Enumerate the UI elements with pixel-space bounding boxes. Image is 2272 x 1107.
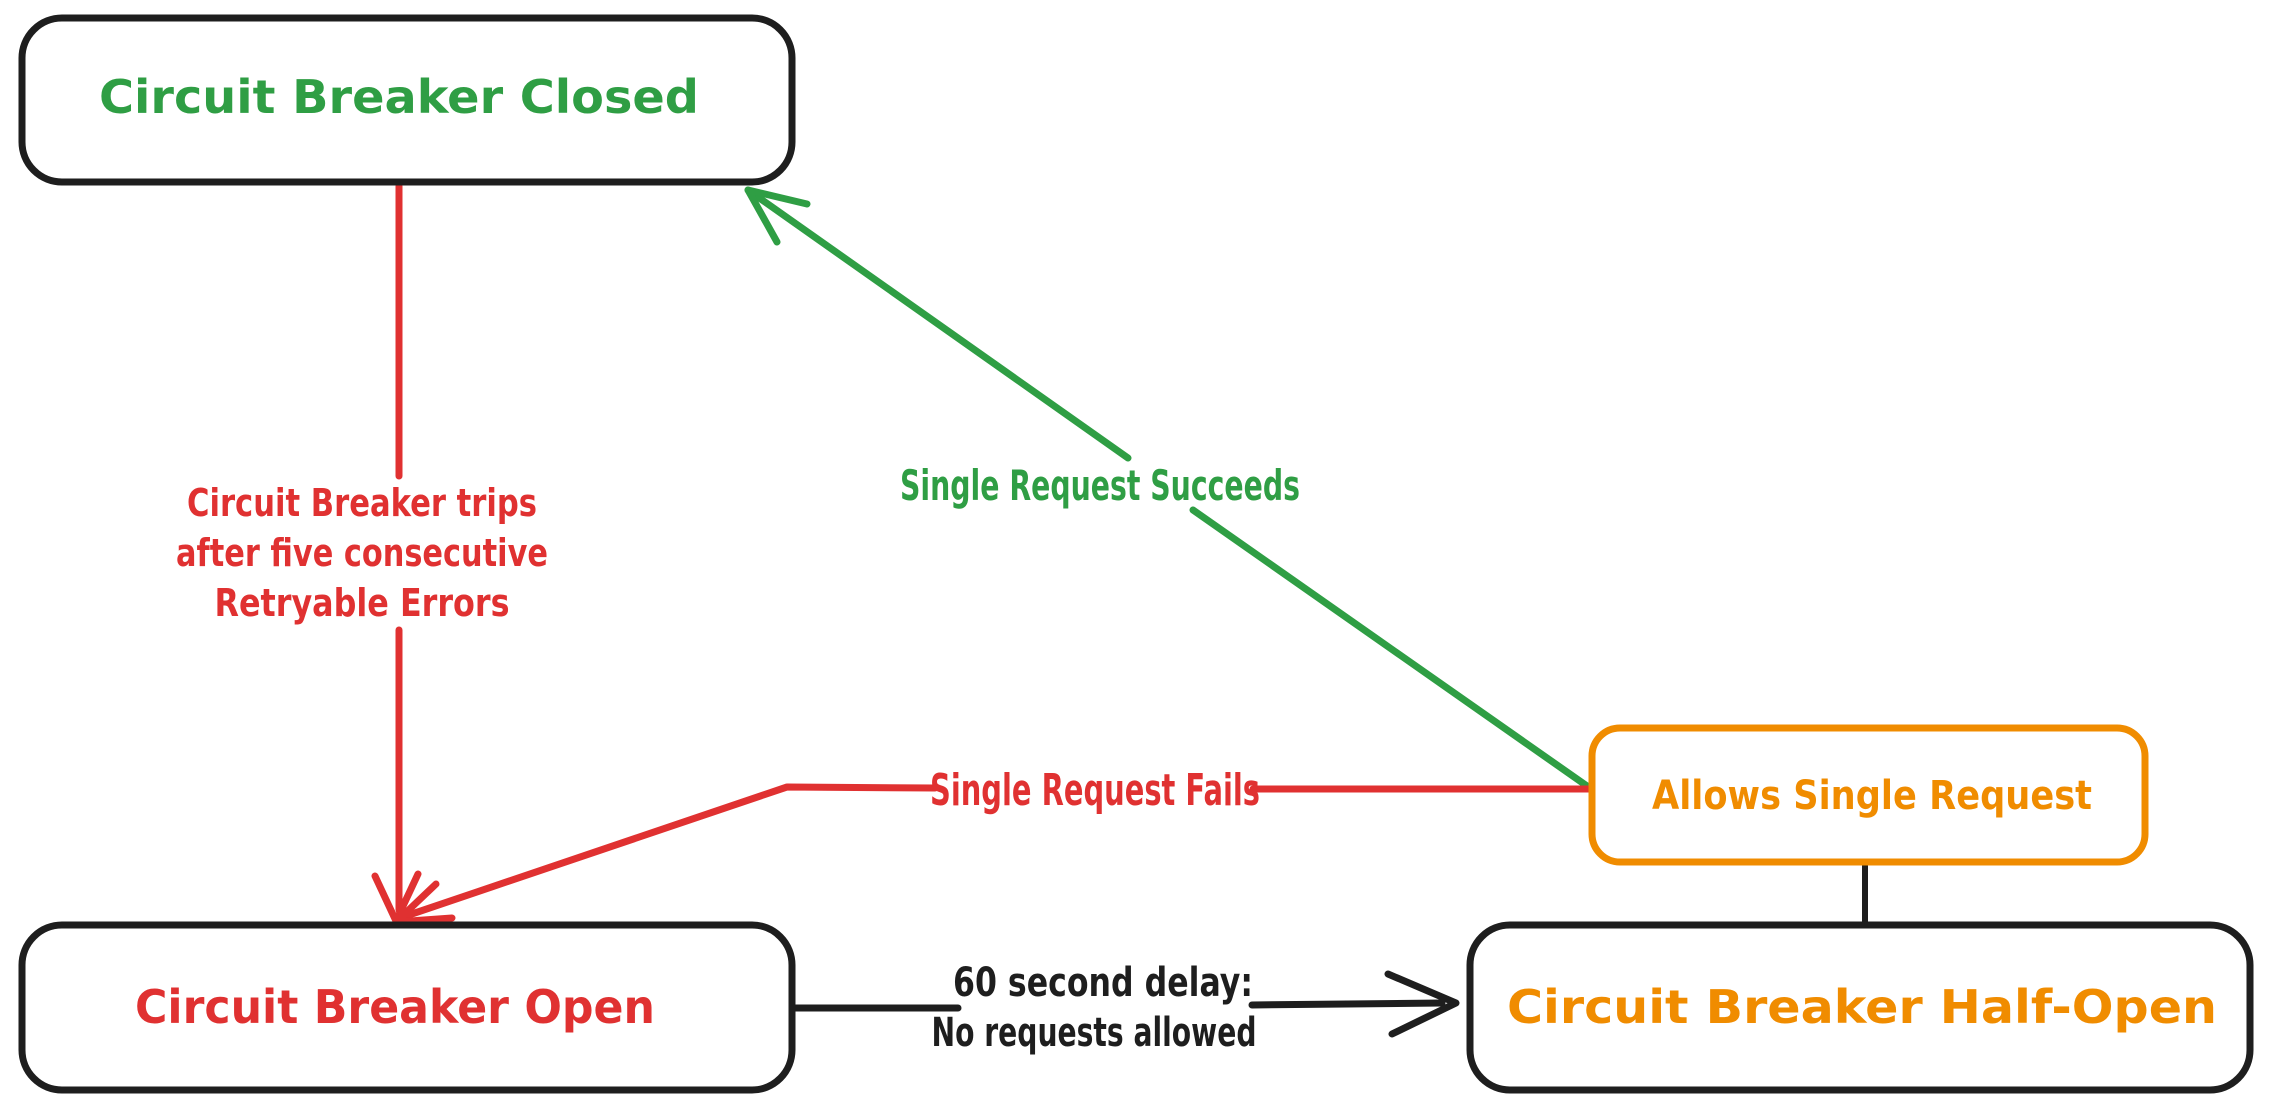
delay-label-line2: No requests allowed <box>932 1010 1257 1056</box>
allows-single-request-box <box>1588 724 2149 866</box>
node-circuit-breaker-half-open: Circuit Breaker Half-Open <box>1466 921 2254 1094</box>
succeeds-line-lower <box>1189 506 1591 790</box>
succeeds-line-upper <box>744 186 1132 462</box>
edge-fails: Single Request Fails <box>392 765 1596 926</box>
closed-state-label: Circuit Breaker Closed <box>99 70 699 124</box>
succeeds-arrowhead <box>744 186 811 246</box>
delay-label-line1: 60 second delay: <box>953 960 1253 1006</box>
node-circuit-breaker-open: Circuit Breaker Open <box>18 921 796 1094</box>
closed-state-box <box>18 14 796 186</box>
half-open-state-box <box>1466 921 2254 1094</box>
trips-label-line2: after five consecutive <box>176 531 548 575</box>
node-circuit-breaker-closed: Circuit Breaker Closed <box>18 14 796 186</box>
trips-label-line1: Circuit Breaker trips <box>187 481 537 525</box>
succeeds-label: Single Request Succeeds <box>900 461 1300 510</box>
edge-delay: 60 second delay: No requests allowed <box>790 960 1460 1056</box>
edge-trips: Circuit Breaker trips after five consecu… <box>176 182 548 925</box>
node-allows-single-request: Allows Single Request <box>1588 724 2149 866</box>
open-state-label: Circuit Breaker Open <box>135 980 655 1034</box>
delay-line-right <box>1248 999 1446 1009</box>
trips-label-line3: Retryable Errors <box>215 581 510 625</box>
fails-label: Single Request Fails <box>930 765 1260 816</box>
open-state-box <box>18 921 796 1094</box>
fails-line-left <box>399 783 939 921</box>
allows-single-request-label: Allows Single Request <box>1652 773 2092 819</box>
half-open-state-label: Circuit Breaker Half-Open <box>1507 980 2217 1034</box>
delay-arrowhead <box>1384 970 1460 1038</box>
edge-succeeds: Single Request Succeeds <box>744 186 1591 790</box>
